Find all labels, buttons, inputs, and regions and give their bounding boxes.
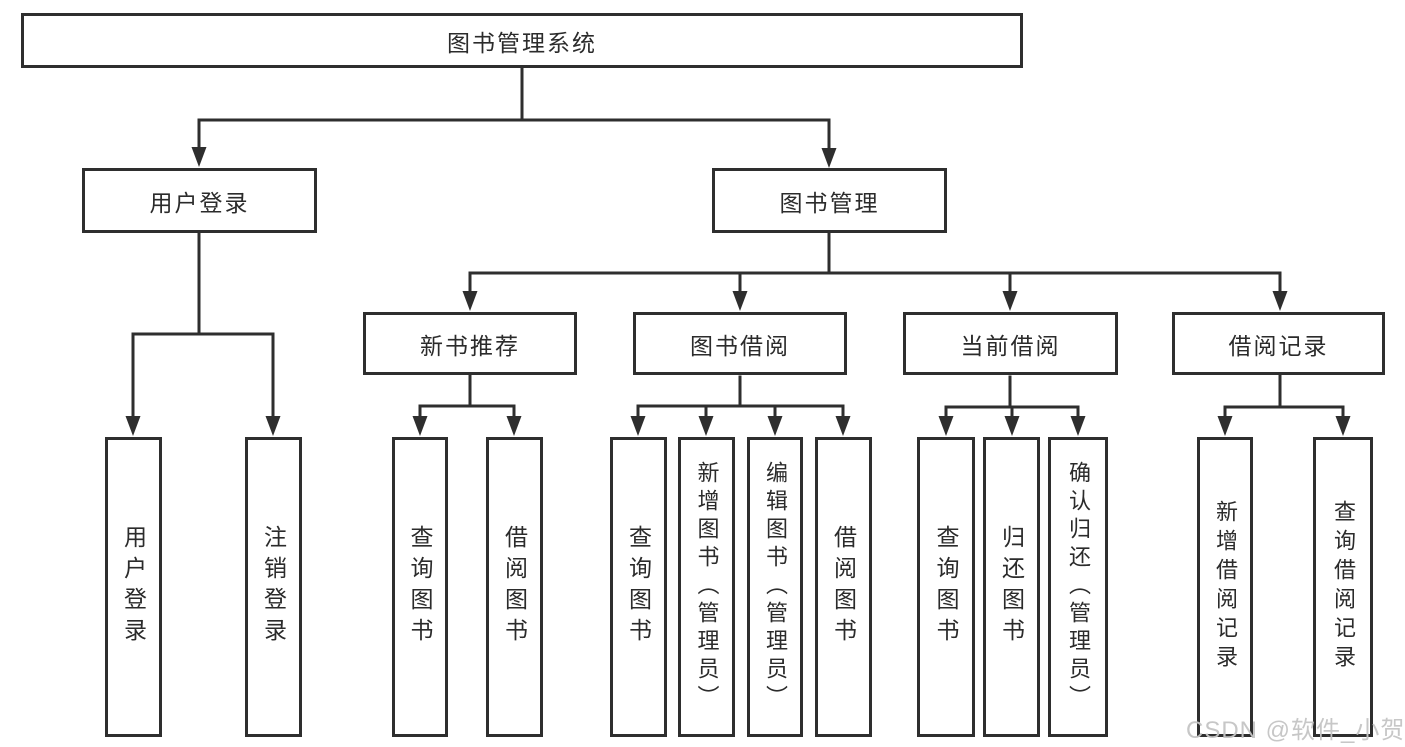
leaf-borrow-book: 借阅图书 (815, 437, 872, 737)
node-user-login-label: 用户登录 (149, 189, 250, 216)
leaf-current-return-label: 归还图书 (998, 525, 1025, 649)
arrow-down-icon (1004, 416, 1020, 436)
node-new-book-recommend-label: 新书推荐 (420, 332, 520, 359)
leaf-current-return: 归还图书 (983, 437, 1040, 737)
leaf-records-query: 查询借阅记录 (1313, 437, 1373, 737)
node-user-login: 用户登录 (82, 168, 317, 233)
node-book-management-label: 图书管理 (779, 189, 880, 216)
arrow-down-icon (265, 416, 281, 436)
leaf-records-add-label: 新增借阅记录 (1213, 500, 1238, 674)
edge-bookborrow-split (636, 375, 845, 424)
leaf-logout-label: 注销登录 (260, 525, 287, 649)
node-book-borrow-label: 图书借阅 (690, 332, 790, 359)
leaf-records-add: 新增借阅记录 (1197, 437, 1253, 737)
edge-root-split (197, 66, 831, 155)
leaf-user-login-label: 用户登录 (120, 525, 147, 649)
leaf-current-confirm-admin-label: 确认归还（管理员） (1066, 461, 1091, 713)
arrow-down-icon (412, 416, 428, 436)
arrow-down-icon (1272, 291, 1288, 311)
leaf-current-query: 查询图书 (917, 437, 975, 737)
node-root: 图书管理系统 (21, 13, 1023, 68)
arrow-down-icon (506, 416, 522, 436)
arrow-down-icon (462, 291, 478, 311)
leaf-borrow-edit-admin: 编辑图书（管理员） (747, 437, 803, 737)
node-new-book-recommend: 新书推荐 (363, 312, 577, 375)
arrow-down-icon (1070, 416, 1086, 436)
leaf-current-query-label: 查询图书 (933, 525, 959, 649)
leaf-borrow-add-admin: 新增图书（管理员） (678, 437, 735, 737)
leaf-borrow-query-label: 查询图书 (625, 525, 652, 649)
leaf-newbooks-borrow-label: 借阅图书 (501, 525, 528, 649)
arrow-down-icon (938, 416, 954, 436)
leaf-borrow-add-admin-label: 新增图书（管理员） (694, 461, 720, 713)
arrow-down-icon (835, 416, 851, 436)
edge-userlogin-split (131, 231, 275, 424)
node-borrow-records-label: 借阅记录 (1228, 332, 1329, 359)
arrow-down-icon (1335, 416, 1351, 436)
arrow-down-icon (698, 416, 714, 436)
node-current-borrow: 当前借阅 (903, 312, 1118, 375)
arrow-down-icon (821, 148, 837, 168)
arrow-down-icon (1002, 291, 1018, 311)
leaf-user-login: 用户登录 (105, 437, 162, 737)
arrow-down-icon (767, 416, 783, 436)
node-current-borrow-label: 当前借阅 (960, 332, 1061, 359)
edge-currentborrow-split (944, 375, 1080, 424)
leaf-current-confirm-admin: 确认归还（管理员） (1048, 437, 1108, 737)
arrow-down-icon (125, 416, 141, 436)
edge-records-split (1223, 373, 1345, 424)
leaf-borrow-edit-admin-label: 编辑图书（管理员） (763, 461, 788, 713)
node-book-borrow: 图书借阅 (633, 312, 847, 375)
leaf-newbooks-borrow: 借阅图书 (486, 437, 543, 737)
leaf-borrow-book-label: 借阅图书 (830, 525, 857, 649)
arrowhead-icons (125, 147, 1351, 436)
edge-bookmgmt-split (468, 231, 1282, 299)
edge-newbooks-split (418, 373, 516, 424)
arrow-down-icon (1217, 416, 1233, 436)
node-root-label: 图书管理系统 (447, 29, 597, 56)
leaf-newbooks-query-label: 查询图书 (407, 525, 433, 649)
arrow-down-icon (732, 291, 748, 311)
leaf-records-query-label: 查询借阅记录 (1331, 500, 1356, 674)
node-book-management: 图书管理 (712, 168, 947, 233)
node-borrow-records: 借阅记录 (1172, 312, 1385, 375)
leaf-borrow-query: 查询图书 (610, 437, 667, 737)
arrow-down-icon (630, 416, 646, 436)
watermark: CSDN @软件_小贺同学 (1186, 717, 1405, 744)
leaf-newbooks-query: 查询图书 (392, 437, 448, 737)
arrow-down-icon (191, 147, 207, 167)
leaf-logout: 注销登录 (245, 437, 302, 737)
